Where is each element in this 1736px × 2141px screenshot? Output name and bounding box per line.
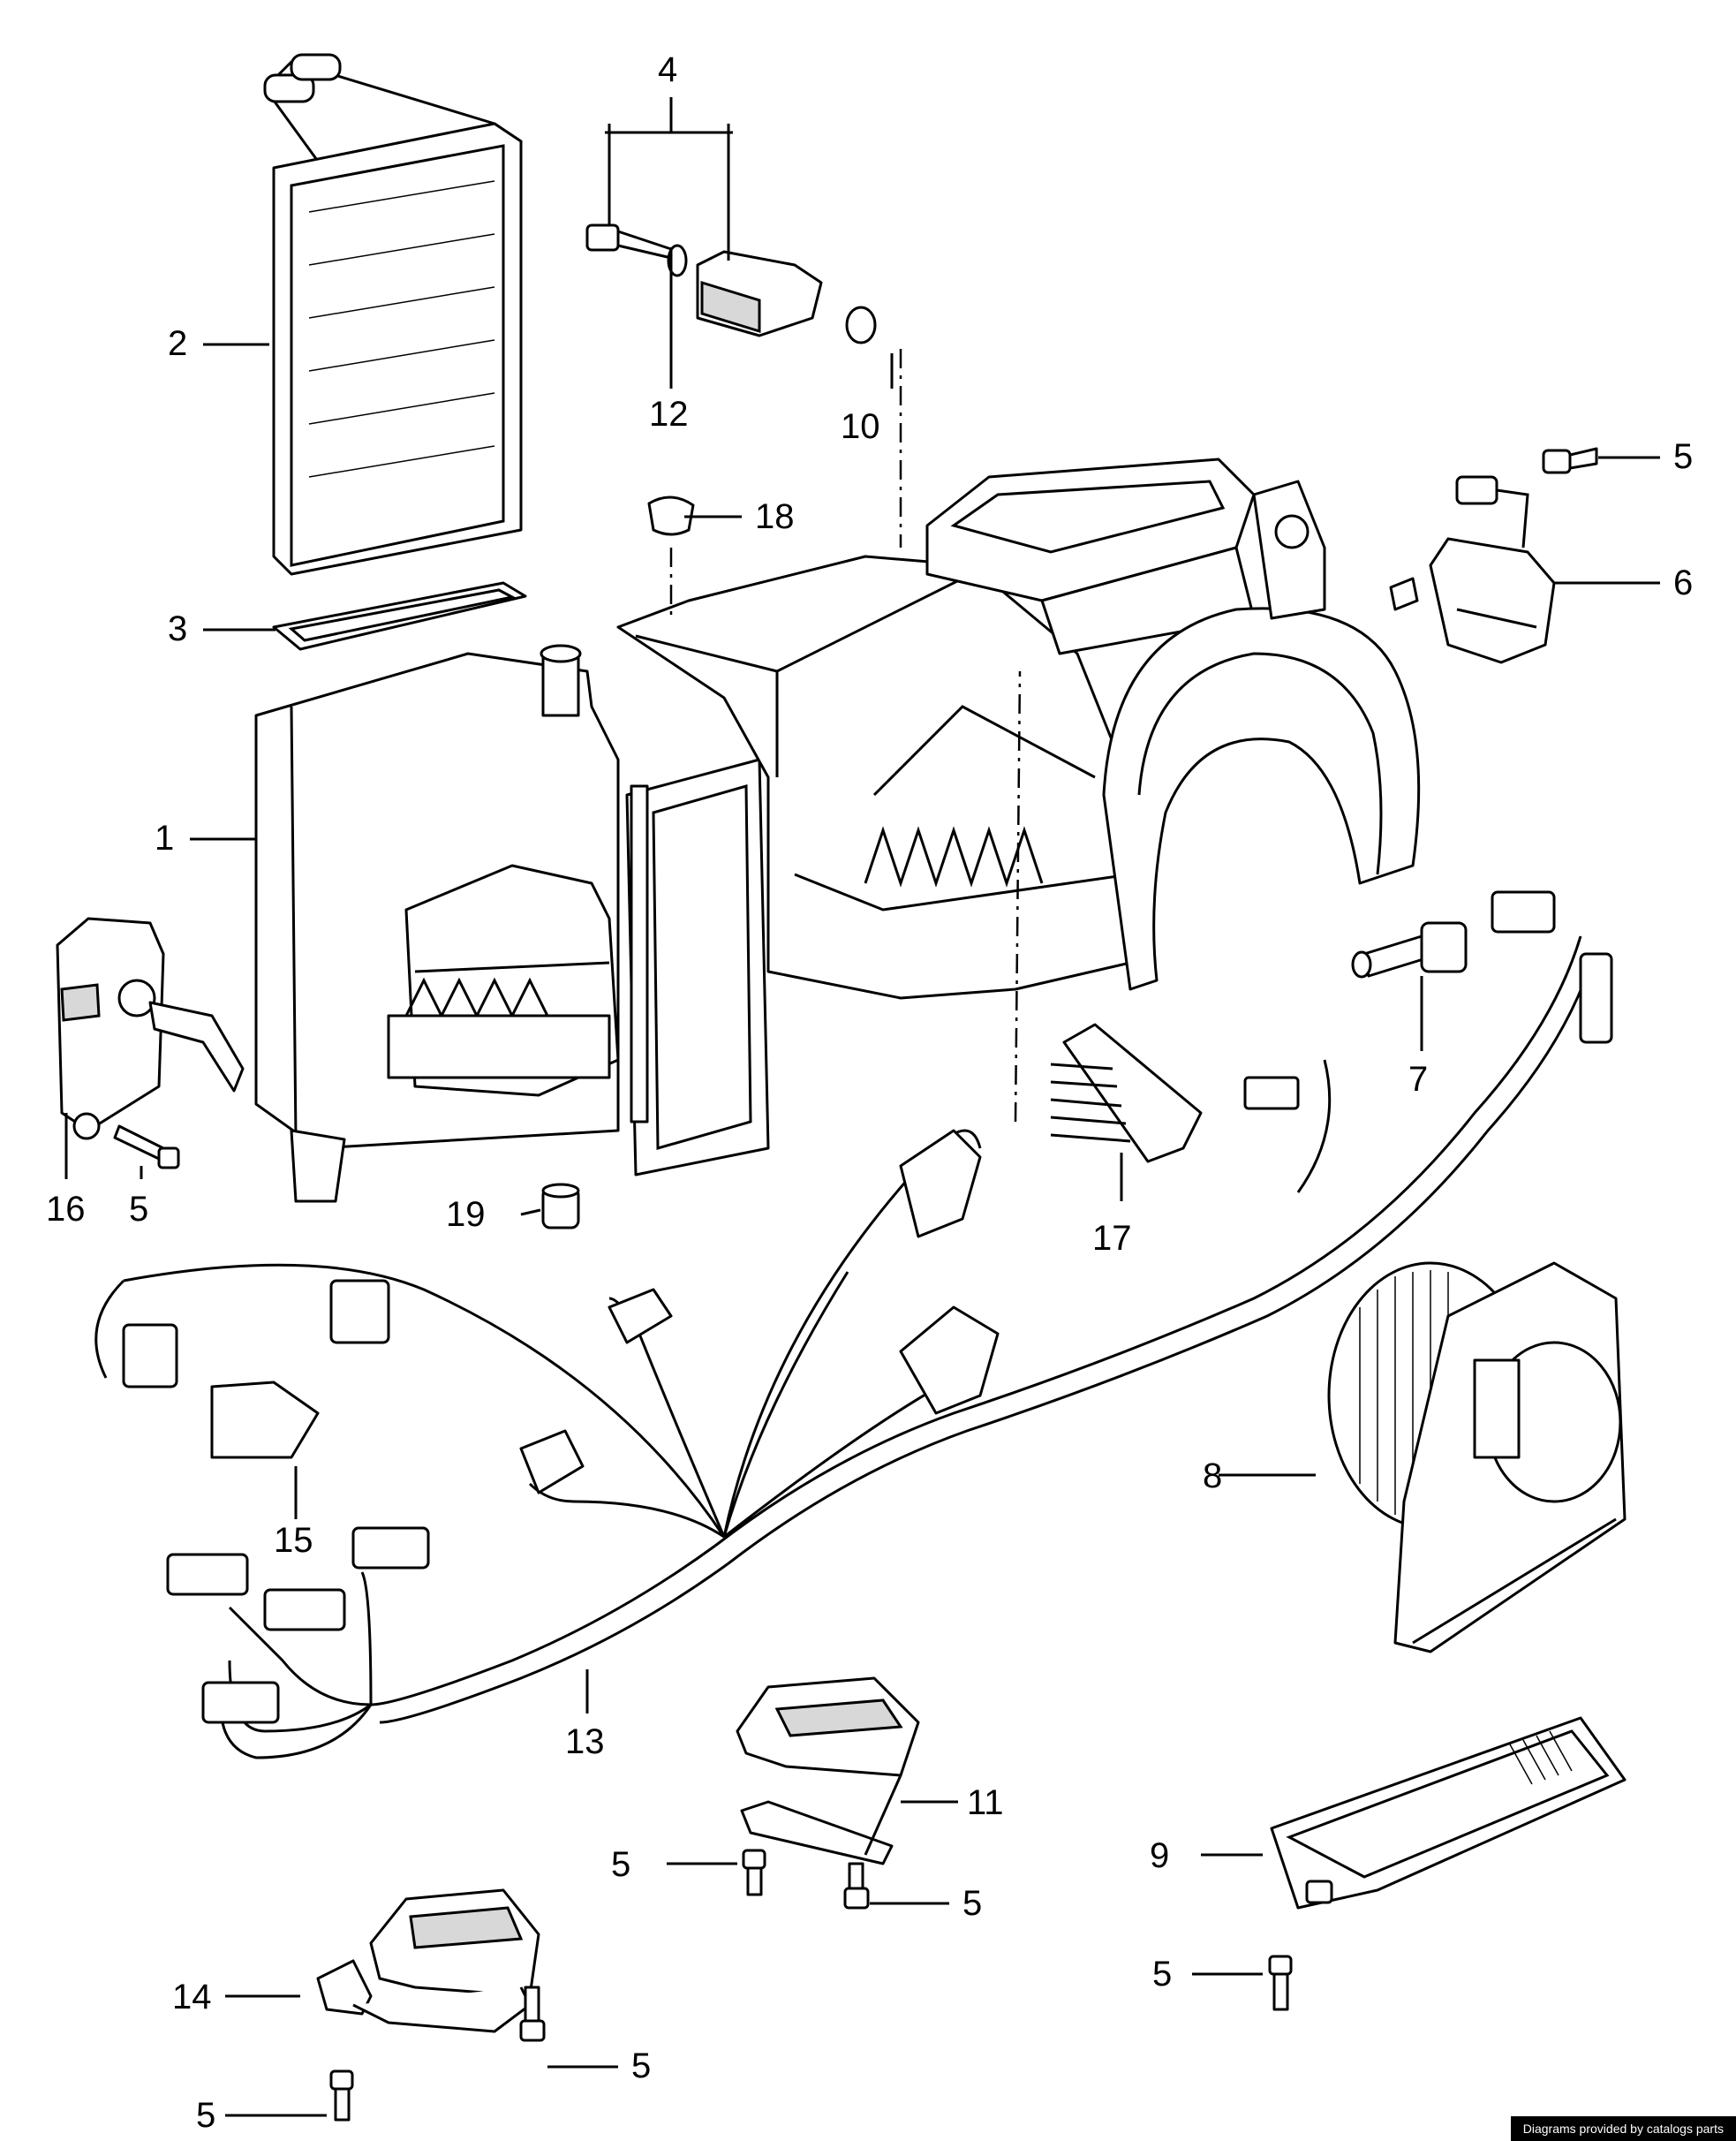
callout-3: 3 <box>168 609 187 648</box>
callout-18: 18 <box>755 497 795 536</box>
actuator-14 <box>316 1888 540 2033</box>
callout-4: 4 <box>658 50 677 89</box>
callout-5e: 5 <box>1152 1955 1172 1993</box>
callout-5b: 5 <box>129 1190 148 1229</box>
callout-11: 11 <box>967 1783 1004 1822</box>
leader-lines <box>64 247 1660 2117</box>
temperature-sensor <box>1351 921 1468 979</box>
callout-5g: 5 <box>196 2096 215 2135</box>
heater-core <box>263 53 523 576</box>
bolt-9 <box>1268 1955 1293 2011</box>
callout-6: 6 <box>1673 564 1693 602</box>
callout-5f: 5 <box>631 2046 651 2085</box>
callout-14: 14 <box>172 1978 212 2016</box>
callout-9: 9 <box>1150 1836 1169 1875</box>
sensor-bolt-assembly <box>585 223 823 337</box>
actuator-11 <box>736 1676 920 1865</box>
callout-10: 10 <box>841 407 880 446</box>
blower-motor <box>1327 1261 1627 1653</box>
callout-13: 13 <box>565 1722 605 1761</box>
callout-8: 8 <box>1203 1456 1222 1495</box>
bolt-14a <box>329 2069 354 2122</box>
clip <box>647 496 695 536</box>
cover-tray <box>1270 1716 1627 1910</box>
bolt-16 <box>113 1124 180 1169</box>
callout-5c: 5 <box>611 1845 630 1884</box>
bolt-11b <box>843 1862 870 1910</box>
heater-housing <box>254 458 1421 1203</box>
callout-19: 19 <box>446 1195 486 1234</box>
callout-16: 16 <box>46 1190 86 1229</box>
callout-17: 17 <box>1092 1219 1132 1258</box>
plug <box>541 1183 580 1229</box>
gasket <box>272 581 527 651</box>
harness-connectors <box>122 890 1613 1724</box>
bolt-top-right <box>1542 447 1598 474</box>
diagram-credit: Diagrams provided by catalogs parts <box>1510 2116 1736 2141</box>
callout-2: 2 <box>168 324 187 363</box>
bolt-14b <box>519 1986 546 2042</box>
actuator-bracket <box>1389 475 1556 664</box>
callout-12: 12 <box>649 395 689 434</box>
callout-7: 7 <box>1408 1060 1428 1099</box>
callout-1: 1 <box>155 819 174 858</box>
actuator-left <box>56 917 245 1140</box>
wiring-harness <box>94 935 1596 1759</box>
blower-resistor <box>1050 1023 1300 1163</box>
o-ring <box>845 306 877 344</box>
callout-5d: 5 <box>962 1884 982 1923</box>
bolt-11a <box>742 1849 766 1896</box>
callout-bracket-4 <box>605 97 733 261</box>
reference-line-17 <box>1014 670 1022 1123</box>
callout-5a: 5 <box>1673 437 1693 476</box>
callout-15: 15 <box>274 1521 313 1560</box>
